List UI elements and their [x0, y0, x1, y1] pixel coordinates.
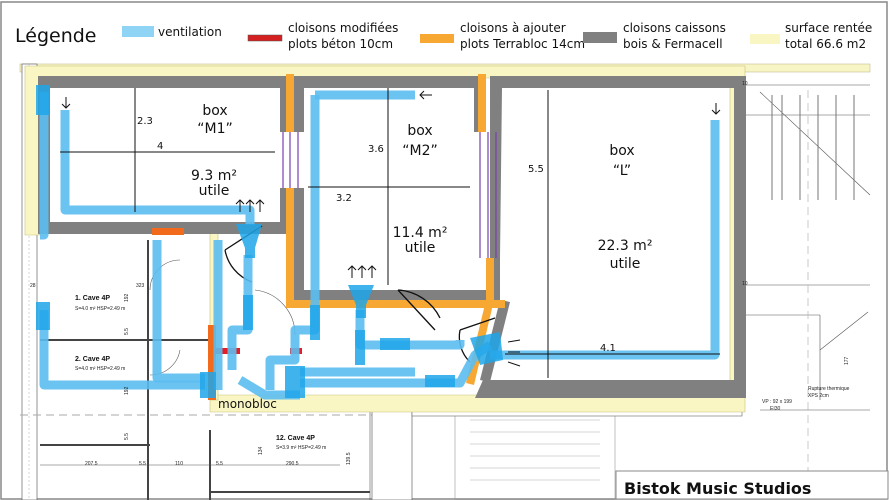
cave-2-sub: S=4.0 m² HSP=2.49 m — [75, 366, 125, 372]
room-l: box “L” 22.3 m² utile 5.5 4.1 — [528, 143, 652, 354]
svg-text:5.5: 5.5 — [216, 461, 223, 467]
legend-swatch-grey — [583, 32, 617, 43]
room-l-area: 22.3 m² — [598, 238, 653, 254]
legend-label-yellow-1: surface rentée — [785, 21, 872, 35]
cave-2-label: 2. Cave 4P — [75, 356, 110, 363]
legend-label-ventilation: ventilation — [158, 25, 222, 39]
svg-text:134: 134 — [258, 446, 264, 455]
svg-text:5.5: 5.5 — [139, 461, 146, 467]
svg-text:177: 177 — [844, 356, 850, 365]
cave-12-sub: S=3.9 m² HSP=2.49 m — [276, 445, 326, 451]
legend-label-red-2: plots béton 10cm — [288, 37, 393, 51]
legend-label-yellow-2: total 66.6 m2 — [785, 37, 866, 51]
studio-title: Bistok Music Studios — [624, 479, 811, 498]
room-l-title: box — [609, 143, 634, 159]
svg-text:10: 10 — [742, 281, 748, 287]
legend-swatch-orange — [420, 34, 454, 43]
monobloc-label: monobloc — [218, 397, 277, 411]
room-m2: box “M2” 11.4 m² utile 3.6 3.2 — [336, 123, 447, 256]
svg-text:5.5: 5.5 — [124, 433, 130, 440]
svg-text:10: 10 — [742, 81, 748, 87]
legend-title: Légende — [15, 25, 96, 47]
room-m2-utile: utile — [405, 240, 436, 256]
svg-text:207.5: 207.5 — [85, 461, 98, 467]
room-l-dim-height: 5.5 — [528, 164, 544, 175]
svg-text:323: 323 — [136, 283, 145, 289]
legend-swatch-red — [247, 34, 283, 42]
svg-text:192: 192 — [124, 386, 130, 395]
room-m1: box “M1” 9.3 m² utile 2.3 4 — [137, 103, 237, 199]
room-m2-title: box — [407, 123, 432, 139]
cave-1-sub: S=4.0 m² HSP=2.49 m — [75, 306, 125, 312]
room-m1-dim-width: 4 — [157, 141, 163, 152]
room-m2-dim-width: 3.2 — [336, 193, 352, 204]
terrabloc-walls — [152, 74, 505, 400]
legend-label-grey-2: bois & Fermacell — [623, 37, 723, 51]
legend-label-orange-2: plots Terrabloc 14cm — [460, 37, 585, 51]
room-m2-area: 11.4 m² — [393, 225, 448, 241]
legend-label-grey-1: cloisons caissons — [623, 21, 726, 35]
door-ei-label: EI30 — [770, 406, 781, 412]
room-l-utile: utile — [610, 256, 641, 272]
svg-text:5.5: 5.5 — [124, 328, 130, 335]
svg-text:110: 110 — [175, 461, 183, 467]
box-m2-bottom-wall — [294, 188, 500, 302]
legend-label-orange-1: cloisons à ajouter — [460, 21, 566, 35]
legend-label-red-1: cloisons modifiées — [288, 21, 398, 35]
legend-swatch-yellow — [750, 34, 780, 44]
dimension-lines — [60, 88, 720, 378]
cave-1-label: 1. Cave 4P — [75, 295, 110, 302]
room-m1-area: 9.3 m² — [191, 168, 237, 184]
room-m1-title: box — [202, 103, 227, 119]
small-dimensions: 323 28 192 192 5.5 5.5 207.5 5.5 110 5.5… — [30, 81, 850, 467]
cave-12-label: 12. Cave 4P — [276, 435, 315, 442]
legend: Légende ventilation cloisons modifiées p… — [15, 21, 872, 51]
room-l-name: “L” — [613, 163, 631, 179]
title-block: Bistok Music Studios — [615, 470, 889, 500]
room-m2-dim-height: 3.6 — [368, 144, 384, 155]
ventilation-ducts — [36, 85, 720, 400]
thermal-break-label: Rupture thermique — [808, 386, 850, 392]
airflow-arrows — [61, 90, 721, 367]
room-m1-dim-height: 2.3 — [137, 116, 153, 127]
box-m2-top-wall — [294, 76, 484, 132]
room-l-dim-width: 4.1 — [600, 343, 616, 354]
thermal-break-xps: XPS 2cm — [808, 393, 829, 399]
svg-text:28: 28 — [30, 283, 36, 289]
door-vp-label: VP : 92 x 199 — [762, 399, 792, 405]
glazing-lines — [282, 132, 497, 258]
svg-text:290.5: 290.5 — [286, 461, 299, 467]
legend-swatch-ventilation — [122, 26, 154, 37]
room-m2-name: “M2” — [402, 143, 438, 159]
svg-text:139.5: 139.5 — [346, 452, 352, 465]
room-m1-name: “M1” — [197, 121, 233, 137]
room-m1-utile: utile — [199, 183, 230, 199]
svg-text:192: 192 — [124, 293, 130, 302]
